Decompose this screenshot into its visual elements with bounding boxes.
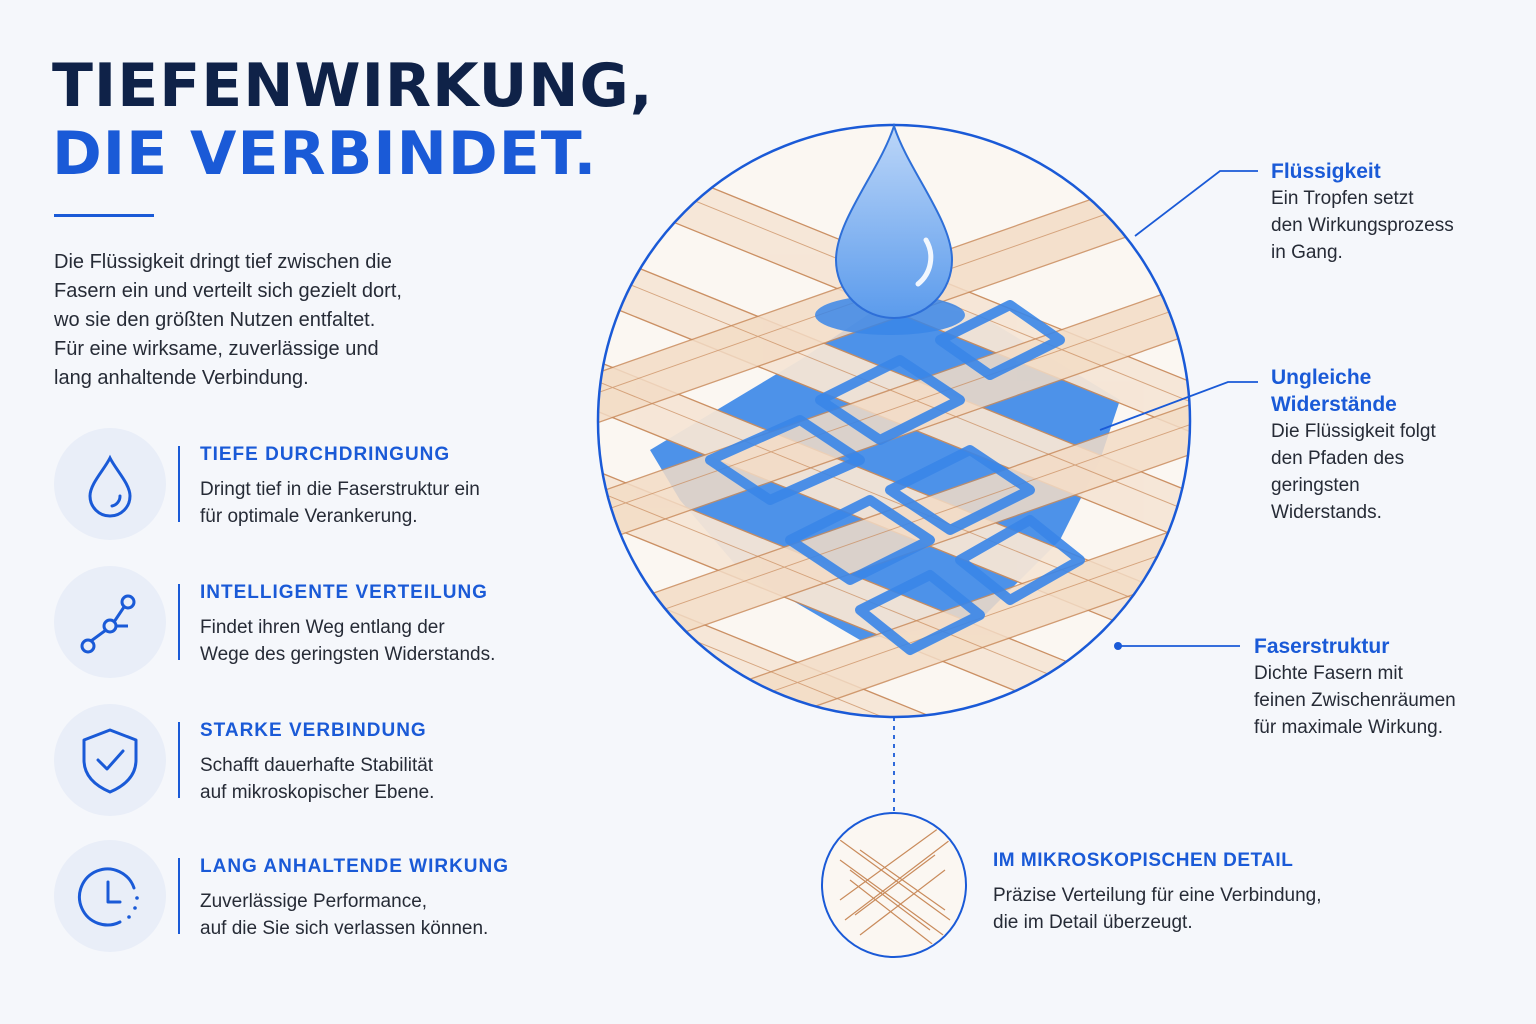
micro-detail-line: die im Detail überzeugt. (993, 912, 1193, 933)
intro-line: lang anhaltende Verbindung. (54, 367, 309, 389)
feature-icon-badge (54, 840, 166, 952)
micro-detail-line: Präzise Verteilung für eine Verbindung, (993, 885, 1322, 906)
headline-divider (54, 214, 154, 217)
feature-title: INTELLIGENTE VERTEILUNG (200, 582, 488, 603)
feature-desc-line: auf mikroskopischer Ebene. (200, 782, 435, 803)
callout-title: Ungleiche (1271, 366, 1372, 389)
micro-detail-title: IM MIKROSKOPISCHEN DETAIL (993, 850, 1294, 871)
feature-desc-line: für optimale Verankerung. (200, 506, 418, 527)
feature-strong-bond: STARKE VERBINDUNG Schafft dauerhafte Sta… (54, 704, 574, 816)
callout-title: Widerstände (1271, 393, 1397, 416)
micro-detail-circle (821, 812, 967, 958)
callout-line: Widerstands. (1271, 502, 1382, 523)
feature-deep-penetration: TIEFE DURCHDRINGUNG Dringt tief in die F… (54, 428, 574, 540)
callout-dot (1114, 642, 1122, 650)
feature-title: STARKE VERBINDUNG (200, 720, 427, 741)
headline-line-2: DIE VERBINDET. (52, 119, 598, 189)
intro-paragraph: Die Flüssigkeit dringt tief zwischen die… (54, 248, 494, 393)
callout-lines (893, 170, 1258, 812)
callout-line: in Gang. (1271, 242, 1343, 263)
callout-resistance: Ungleiche Widerstände Die Flüssigkeit fo… (1271, 364, 1436, 526)
feature-accent-bar (178, 722, 180, 798)
feature-icon-badge (54, 704, 166, 816)
feature-title: LANG ANHALTENDE WIRKUNG (200, 856, 510, 877)
feature-description: Dringt tief in die Faserstruktur ein für… (200, 476, 480, 530)
intro-line: wo sie den größten Nutzen entfaltet. (54, 309, 376, 331)
feature-accent-bar (178, 446, 180, 522)
callout-line: geringsten (1271, 475, 1360, 496)
callout-line: Dichte Fasern mit (1254, 663, 1403, 684)
feature-description: Zuverlässige Performance, auf die Sie si… (200, 888, 488, 942)
feature-desc-line: Dringt tief in die Faserstruktur ein (200, 479, 480, 500)
intro-line: Fasern ein und verteilt sich gezielt dor… (54, 280, 402, 302)
headline-line-1: TIEFENWIRKUNG, (52, 51, 654, 121)
fiber-liquid-diagram (596, 122, 1258, 958)
callout-line: den Wirkungsprozess (1271, 215, 1454, 236)
feature-desc-line: Zuverlässige Performance, (200, 891, 428, 912)
callout-fiber-structure: Faserstruktur Dichte Fasern mit feinen Z… (1254, 633, 1456, 741)
micro-detail-description: Präzise Verteilung für eine Verbindung, … (993, 882, 1322, 936)
intro-line: Für eine wirksame, zuverlässige und (54, 338, 379, 360)
micro-fiber-pattern (839, 819, 951, 951)
feature-icon-badge (54, 428, 166, 540)
callout-line: den Pfaden des (1271, 448, 1405, 469)
feature-desc-line: Findet ihren Weg entlang der (200, 617, 445, 638)
feature-desc-line: auf die Sie sich verlassen können. (200, 918, 489, 939)
feature-title: TIEFE DURCHDRINGUNG (200, 444, 451, 465)
feature-smart-distribution: INTELLIGENTE VERTEILUNG Findet ihren Weg… (54, 566, 574, 678)
feature-desc-line: Wege des geringsten Widerstands. (200, 644, 496, 665)
callout-line: feinen Zwischenräumen (1254, 690, 1456, 711)
intro-line: Die Flüssigkeit dringt tief zwischen die (54, 251, 392, 273)
feature-description: Schafft dauerhafte Stabilität auf mikros… (200, 752, 434, 806)
callout-line: für maximale Wirkung. (1254, 717, 1443, 738)
feature-long-lasting: LANG ANHALTENDE WIRKUNG Zuverlässige Per… (54, 840, 574, 952)
feature-description: Findet ihren Weg entlang der Wege des ge… (200, 614, 495, 668)
shield-check-icon (82, 728, 138, 794)
path-nodes-icon (80, 594, 136, 654)
drop-icon (88, 454, 132, 518)
headline: TIEFENWIRKUNG, DIE VERBINDET. (52, 52, 654, 188)
callout-liquid: Flüssigkeit Ein Tropfen setzt den Wirkun… (1271, 158, 1454, 266)
callout-line: Die Flüssigkeit folgt (1271, 421, 1436, 442)
liquid-cells (705, 300, 1085, 655)
callout-line: Ein Tropfen setzt (1271, 188, 1414, 209)
callout-title: Flüssigkeit (1271, 160, 1381, 183)
feature-accent-bar (178, 584, 180, 660)
feature-desc-line: Schafft dauerhafte Stabilität (200, 755, 434, 776)
feature-accent-bar (178, 858, 180, 934)
clock-icon (77, 867, 139, 927)
feature-icon-badge (54, 566, 166, 678)
callout-title: Faserstruktur (1254, 635, 1390, 658)
liquid-drop-icon (834, 122, 954, 319)
